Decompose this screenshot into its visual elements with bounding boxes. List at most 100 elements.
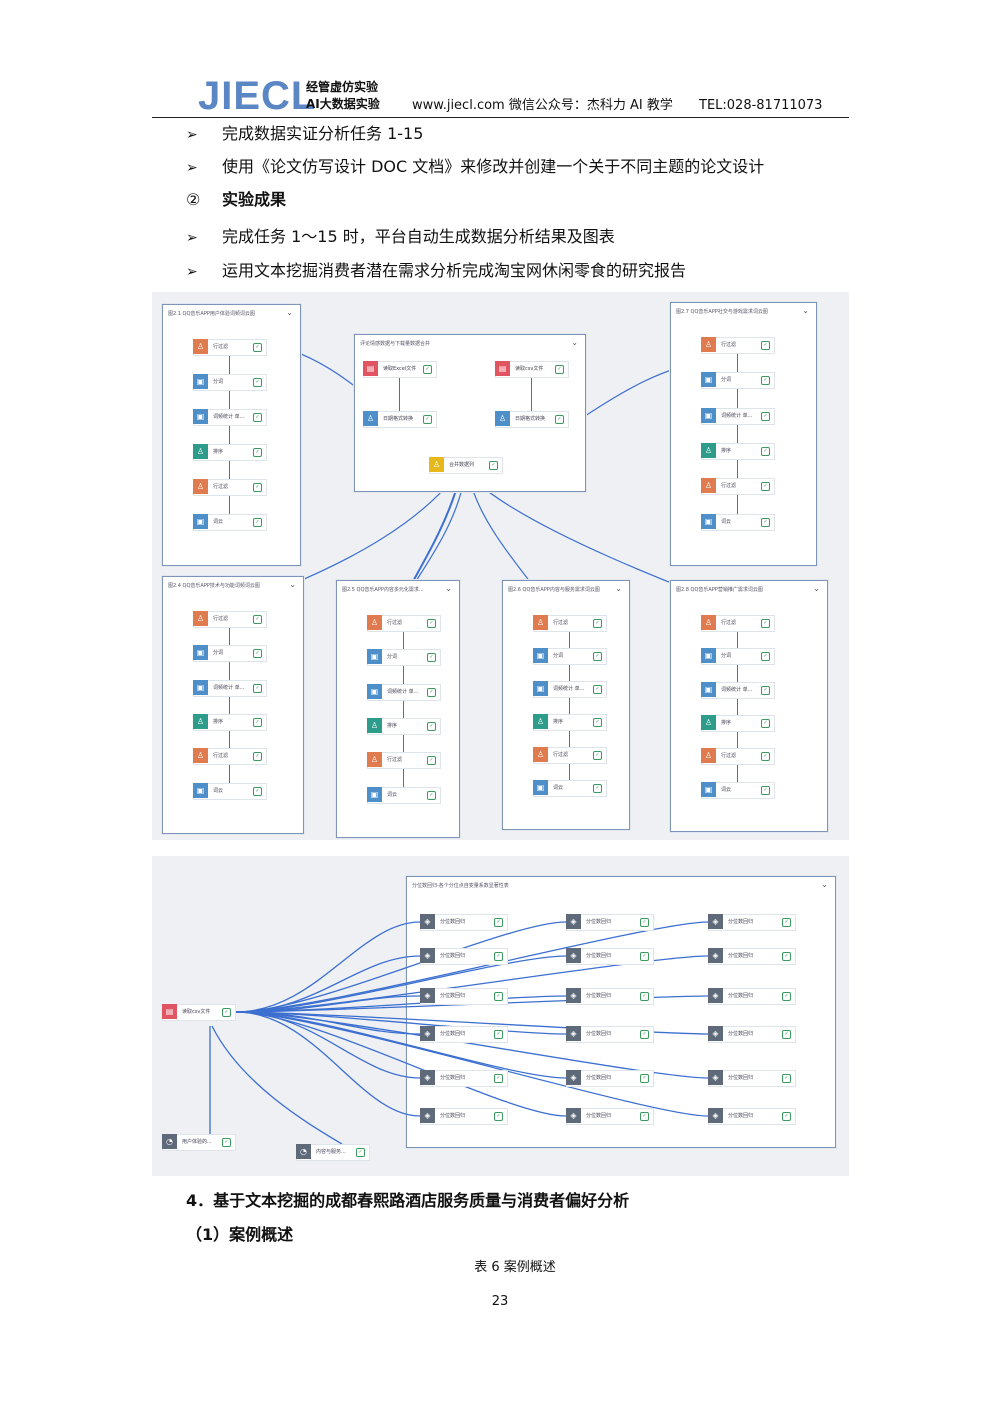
chevron-down-icon[interactable]: ⌄ [802,306,809,315]
workflow-node[interactable]: ▣分词✓ [193,645,267,663]
logo-subtitle-1: 经管虚仿实验 [306,80,379,94]
quantile-regression-node[interactable]: ◈分位数回归✓ [566,1070,654,1087]
quantile-regression-node[interactable]: ◈分位数回归✓ [566,948,654,965]
quantile-regression-node[interactable]: ◈分位数回归✓ [708,914,796,931]
node-label: 行过滤 [721,753,737,760]
chevron-down-icon[interactable]: ⌄ [286,308,293,317]
check-icon: ✓ [253,413,262,422]
cube-icon: ◈ [708,1108,723,1123]
check-icon: ✓ [494,918,503,927]
workflow-node[interactable]: ♙行过滤✓ [533,747,607,764]
workflow-node[interactable]: ▣词云✓ [533,780,607,797]
chevron-down-icon[interactable]: ⌄ [813,584,820,593]
node-label: 分位数回归 [440,1075,466,1081]
check-icon: ✓ [489,461,498,470]
chevron-down-icon[interactable]: ⌄ [445,584,452,593]
quantile-regression-node[interactable]: ◈分位数回归✓ [708,948,796,965]
workflow-node[interactable]: ♙行过滤✓ [367,752,441,770]
output-node-content-service[interactable]: ◔ 内容与服务... ✓ [296,1144,370,1161]
workflow-node[interactable]: ▣分词✓ [533,648,607,665]
workflow-node[interactable]: ♙行过滤✓ [367,615,441,632]
quantile-regression-node[interactable]: ◈分位数回归✓ [708,1108,796,1125]
cube-icon: ◈ [420,1070,435,1085]
workflow-node[interactable]: ▣词云✓ [193,782,267,800]
workflow-node[interactable]: ♙行过滤✓ [193,748,267,766]
bullet-arrow-icon: ➢ [186,230,198,246]
workflow-node[interactable]: ▣分词✓ [367,649,441,667]
quantile-regression-node[interactable]: ◈分位数回归✓ [420,1108,508,1125]
quantile-regression-node[interactable]: ◈分位数回归✓ [420,948,508,965]
workflow-node[interactable]: ♙日期格式转换✓ [495,411,569,428]
workflow-node[interactable]: ▣词频统计 单...✓ [533,681,607,698]
quantile-regression-node[interactable]: ◈分位数回归✓ [708,988,796,1005]
chevron-down-icon[interactable]: ⌄ [821,880,828,889]
node-type-icon: ♙ [495,411,510,426]
chevron-down-icon[interactable]: ⌄ [615,584,622,593]
quantile-regression-node[interactable]: ◈分位数回归✓ [420,914,508,931]
workflow-node[interactable]: ▣词云✓ [701,781,775,799]
workflow-node[interactable]: ▣词云✓ [701,513,775,531]
workflow-node[interactable]: ♙排序✓ [367,718,441,735]
workflow-node[interactable]: ▣词频统计 单...✓ [701,681,775,699]
workflow-node[interactable]: ♙排序✓ [533,714,607,731]
workflow-node[interactable]: ♙行过滤✓ [193,611,267,628]
workflow-node[interactable]: ♙行过滤✓ [701,748,775,766]
workflow-node[interactable]: ♙排序✓ [701,443,775,460]
check-icon: ✓ [761,517,770,527]
quantile-regression-node[interactable]: ◈分位数回归✓ [420,1070,508,1087]
workflow-node[interactable]: ▣词频统计 单...✓ [193,679,267,697]
workflow-node[interactable]: ♙行过滤✓ [533,615,607,632]
workflow-node[interactable]: ♙日期格式转换✓ [363,411,437,428]
panel-title: 图2.6 QQ音乐APP内容与服务需求词云图 [508,587,600,593]
workflow-node[interactable]: ♙行过滤✓ [193,479,267,496]
node-label: 分位数回归 [728,993,754,999]
quantile-regression-node[interactable]: ◈分位数回归✓ [566,988,654,1005]
edge-line [403,698,404,718]
check-icon: ✓ [761,785,770,795]
node-type-icon: ♙ [193,714,208,729]
workflow-node[interactable]: ▣词频统计 单...✓ [367,683,441,701]
node-label: 排序 [553,719,564,725]
node-label: 内容与服务... [316,1149,346,1155]
workflow-node[interactable]: ♙排序✓ [193,444,267,461]
node-type-icon: ♙ [193,479,208,494]
workflow-node[interactable]: ♙行过滤✓ [701,478,775,496]
chevron-down-icon[interactable]: ⌄ [571,338,578,347]
workflow-node[interactable]: ▤读取Excel文件✓ [363,361,437,378]
read-csv-node[interactable]: ▤ 读取csv文件 ✓ [162,1004,236,1021]
workflow-node[interactable]: ▣分词✓ [193,374,267,391]
workflow-node[interactable]: ♙行过滤✓ [701,615,775,632]
node-type-icon: ♙ [701,615,716,630]
workflow-node[interactable]: ▣词频统计 单...✓ [193,409,267,426]
workflow-node[interactable]: ▣词云✓ [193,514,267,531]
edge-line [569,762,570,780]
node-label: 行过滤 [721,342,737,348]
check-icon: ✓ [782,952,791,961]
node-label: 分位数回归 [586,1031,612,1037]
workflow-node[interactable]: ▣词云✓ [367,786,441,804]
chart-icon: ◔ [162,1134,177,1149]
workflow-node[interactable]: ♙行过滤✓ [193,339,267,356]
workflow-node[interactable]: ▣分词✓ [701,648,775,666]
workflow-node[interactable]: ▤读取csv文件✓ [495,361,569,378]
quantile-regression-node[interactable]: ◈分位数回归✓ [566,1026,654,1043]
workflow-node[interactable]: ♙排序✓ [193,714,267,731]
workflow-node[interactable]: ▣分词✓ [701,372,775,390]
node-label: 分位数回归 [440,1113,466,1119]
output-node-user-experience[interactable]: ◔ 用户体验的... ✓ [162,1134,236,1151]
cube-icon: ◈ [708,914,723,929]
workflow-node[interactable]: ♙行过滤✓ [701,337,775,354]
node-type-icon: ▣ [533,648,548,663]
quantile-regression-node[interactable]: ◈分位数回归✓ [420,1026,508,1043]
check-icon: ✓ [593,718,602,727]
edge-line [235,955,567,1013]
quantile-regression-node[interactable]: ◈分位数回归✓ [708,1026,796,1043]
quantile-regression-node[interactable]: ◈分位数回归✓ [708,1070,796,1087]
quantile-regression-node[interactable]: ◈分位数回归✓ [566,914,654,931]
quantile-regression-node[interactable]: ◈分位数回归✓ [420,988,508,1005]
quantile-regression-node[interactable]: ◈分位数回归✓ [566,1108,654,1125]
workflow-node[interactable]: ▣词频统计 单...✓ [701,407,775,425]
chevron-down-icon[interactable]: ⌄ [289,580,296,589]
workflow-node[interactable]: ♙合并数据列✓ [429,457,503,474]
workflow-node[interactable]: ♙排序✓ [701,715,775,732]
